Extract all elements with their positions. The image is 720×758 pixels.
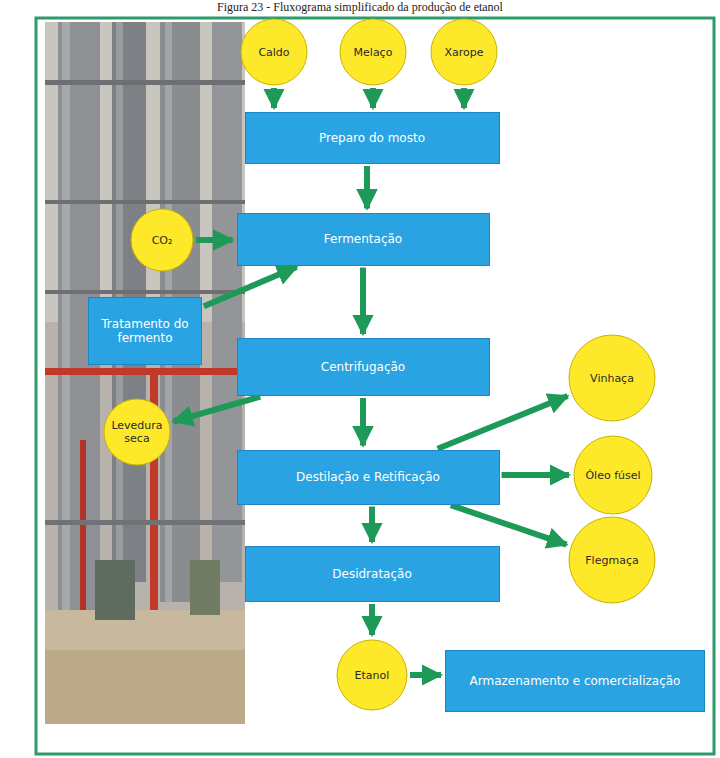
- product-circle: Etanol: [336, 639, 408, 711]
- node-text: Desidratação: [253, 567, 492, 581]
- node-label: Melaço: [347, 46, 399, 59]
- node-label: Tratamento do fermento: [96, 317, 194, 345]
- node-label: Desidratação: [253, 567, 492, 581]
- node-label: Caldo: [248, 46, 300, 59]
- flow-arrow: [196, 237, 233, 243]
- node-label: Armazenamento e comercialização: [453, 674, 697, 688]
- node-text: Levedura seca: [111, 419, 163, 445]
- circle-outline: [340, 19, 406, 85]
- node-text: Xarope: [438, 46, 490, 59]
- flow-arrow: [502, 472, 570, 478]
- node-label: Óleo fúsel: [583, 469, 644, 482]
- node-text: Caldo: [248, 46, 300, 59]
- circle-outline: [104, 399, 170, 465]
- flow-arrow: [174, 397, 261, 422]
- node-label: Fermentação: [245, 232, 482, 246]
- process-box: Tratamento do fermento: [88, 297, 202, 365]
- flow-arrow: [360, 398, 366, 446]
- product-circle: Levedura seca: [103, 398, 171, 466]
- flow-arrow: [364, 166, 370, 209]
- node-text: Flegmaça: [579, 554, 646, 567]
- node-label: Centrifugação: [245, 360, 482, 374]
- flow-arrow: [461, 88, 467, 108]
- node-text: Vinhaça: [579, 372, 646, 385]
- node-text: Armazenamento e comercialização: [453, 674, 697, 688]
- flow-arrow: [204, 267, 297, 306]
- circle-outline: [241, 19, 307, 85]
- node-label: Levedura seca: [111, 419, 163, 445]
- node-text: Destilação e Retificação: [245, 470, 492, 484]
- product-circle: Caldo: [240, 18, 308, 86]
- process-box: Armazenamento e comercialização: [445, 650, 705, 712]
- node-text: Fermentação: [245, 232, 482, 246]
- process-box: Desidratação: [245, 546, 500, 602]
- product-circle: CO₂: [130, 208, 194, 272]
- plant-photo: [45, 22, 245, 724]
- flow-arrow: [369, 604, 375, 635]
- flow-arrow: [271, 88, 277, 108]
- product-circle: Óleo fúsel: [573, 435, 653, 515]
- figure-title: Figura 23 - Fluxograma simplificado da p…: [0, 0, 720, 14]
- flow-arrow: [360, 268, 366, 335]
- figure-frame: [36, 18, 714, 754]
- circle-outline: [131, 209, 193, 271]
- node-label: Flegmaça: [579, 554, 646, 567]
- flow-arrow: [438, 396, 568, 449]
- product-circle: Xarope: [430, 18, 498, 86]
- circle-outline: [574, 436, 652, 514]
- circle-outline: [431, 19, 497, 85]
- flow-arrow: [369, 507, 375, 543]
- node-text: Centrifugação: [245, 360, 482, 374]
- node-label: Preparo do mosto: [253, 131, 492, 145]
- node-label: Etanol: [345, 669, 400, 682]
- process-box: Centrifugação: [237, 338, 490, 396]
- circle-outline: [337, 640, 407, 710]
- flow-arrow: [410, 672, 441, 678]
- node-text: Tratamento do fermento: [96, 317, 194, 345]
- product-circle: Melaço: [339, 18, 407, 86]
- flow-arrow: [451, 505, 567, 544]
- process-box: Preparo do mosto: [245, 112, 500, 164]
- node-label: Vinhaça: [579, 372, 646, 385]
- circle-outline: [569, 517, 655, 603]
- node-text: CO₂: [138, 234, 187, 247]
- process-box: Destilação e Retificação: [237, 450, 500, 505]
- node-text: Óleo fúsel: [583, 469, 644, 482]
- node-label: CO₂: [138, 234, 187, 247]
- product-circle: Flegmaça: [568, 516, 656, 604]
- product-circle: Vinhaça: [568, 334, 656, 422]
- node-label: Destilação e Retificação: [245, 470, 492, 484]
- node-text: Etanol: [345, 669, 400, 682]
- flow-arrow: [370, 88, 376, 108]
- circle-outline: [569, 335, 655, 421]
- node-text: Melaço: [347, 46, 399, 59]
- node-label: Xarope: [438, 46, 490, 59]
- node-text: Preparo do mosto: [253, 131, 492, 145]
- process-box: Fermentação: [237, 213, 490, 266]
